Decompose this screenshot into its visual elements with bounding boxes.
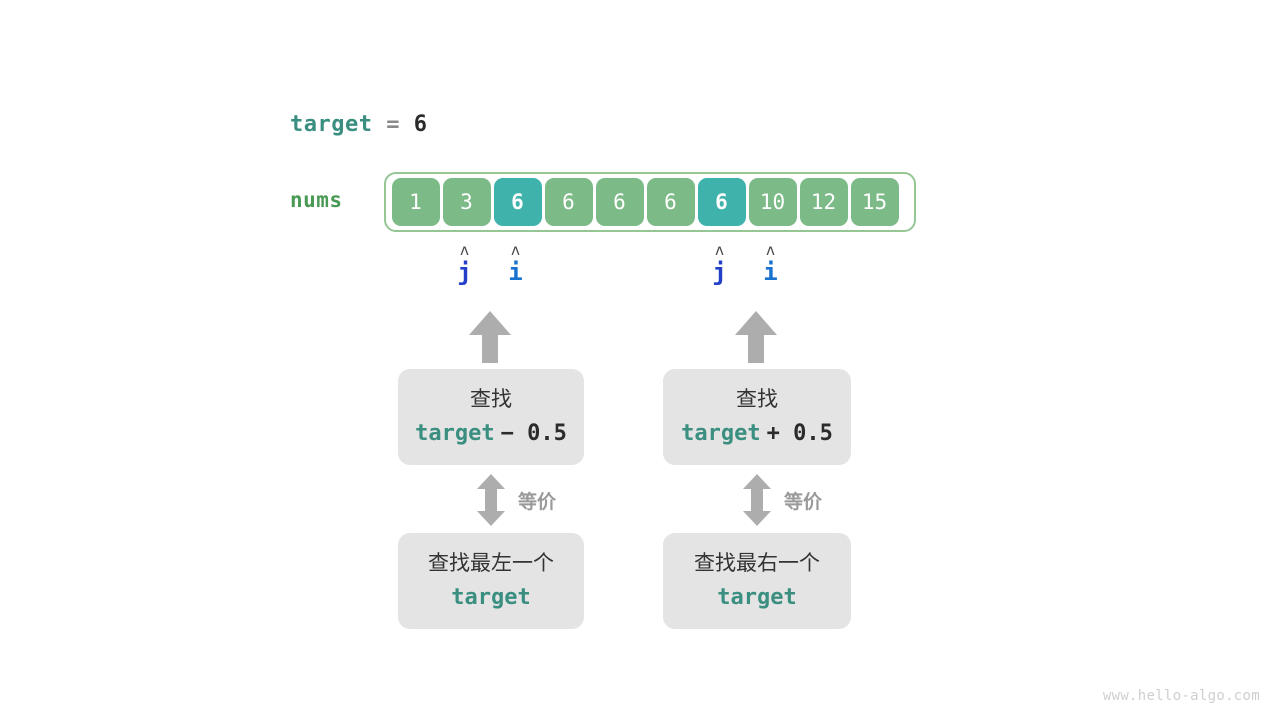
upper-box-right-expression: target+ 0.5	[681, 418, 833, 450]
upper-box-left-op: − 0.5	[500, 421, 567, 446]
watermark: www.hello-algo.com	[1102, 688, 1260, 704]
equivalence-label-right: 等价	[784, 491, 823, 513]
pointer-caret-icon: ʌ	[510, 241, 521, 259]
target-value: 6	[413, 112, 428, 137]
lower-box-right-expression: target	[717, 582, 796, 614]
array-cell: 10	[748, 178, 797, 226]
array-cell: 15	[850, 178, 899, 226]
array-cell: 6	[493, 178, 542, 226]
equivalence-arrow-right	[743, 474, 771, 526]
pointer-caret-icon: ʌ	[459, 241, 470, 259]
pointer-label: j	[457, 258, 472, 286]
lower-box-right-var: target	[717, 585, 797, 610]
pointer-caret-icon: ʌ	[714, 241, 725, 259]
equivalence-label-left: 等价	[518, 491, 557, 513]
upper-box-left-title: 查找	[470, 387, 512, 411]
upper-box-left: 查找 target− 0.5	[398, 369, 584, 465]
lower-box-right: 查找最右一个 target	[663, 533, 851, 629]
lower-box-left-title: 查找最左一个	[428, 551, 554, 575]
array-cell: 6	[697, 178, 746, 226]
lower-box-right-title: 查找最右一个	[694, 551, 820, 575]
up-arrow-right	[735, 311, 777, 363]
array-label: nums	[290, 188, 343, 212]
array-cell: 6	[544, 178, 593, 226]
pointer-label: j	[712, 258, 727, 286]
upper-box-right-op: + 0.5	[766, 421, 833, 446]
upper-box-left-var: target	[415, 421, 495, 446]
pointer-caret-icon: ʌ	[765, 241, 776, 259]
lower-box-left-var: target	[451, 585, 531, 610]
up-arrow-left	[469, 311, 511, 363]
pointer-label: i	[763, 258, 778, 286]
array-cell: 1	[391, 178, 440, 226]
lower-box-left-expression: target	[451, 582, 530, 614]
target-variable-name: target	[290, 112, 373, 137]
target-declaration: target = 6	[290, 112, 427, 137]
array-cell: 6	[595, 178, 644, 226]
array-cell: 6	[646, 178, 695, 226]
array-cell: 12	[799, 178, 848, 226]
equals-sign: =	[386, 112, 400, 137]
lower-box-left: 查找最左一个 target	[398, 533, 584, 629]
array-cell: 3	[442, 178, 491, 226]
upper-box-right: 查找 target+ 0.5	[663, 369, 851, 465]
upper-box-left-expression: target− 0.5	[415, 418, 567, 450]
pointer-label: i	[508, 258, 523, 286]
upper-box-right-title: 查找	[736, 387, 778, 411]
equivalence-arrow-left	[477, 474, 505, 526]
upper-box-right-var: target	[681, 421, 761, 446]
